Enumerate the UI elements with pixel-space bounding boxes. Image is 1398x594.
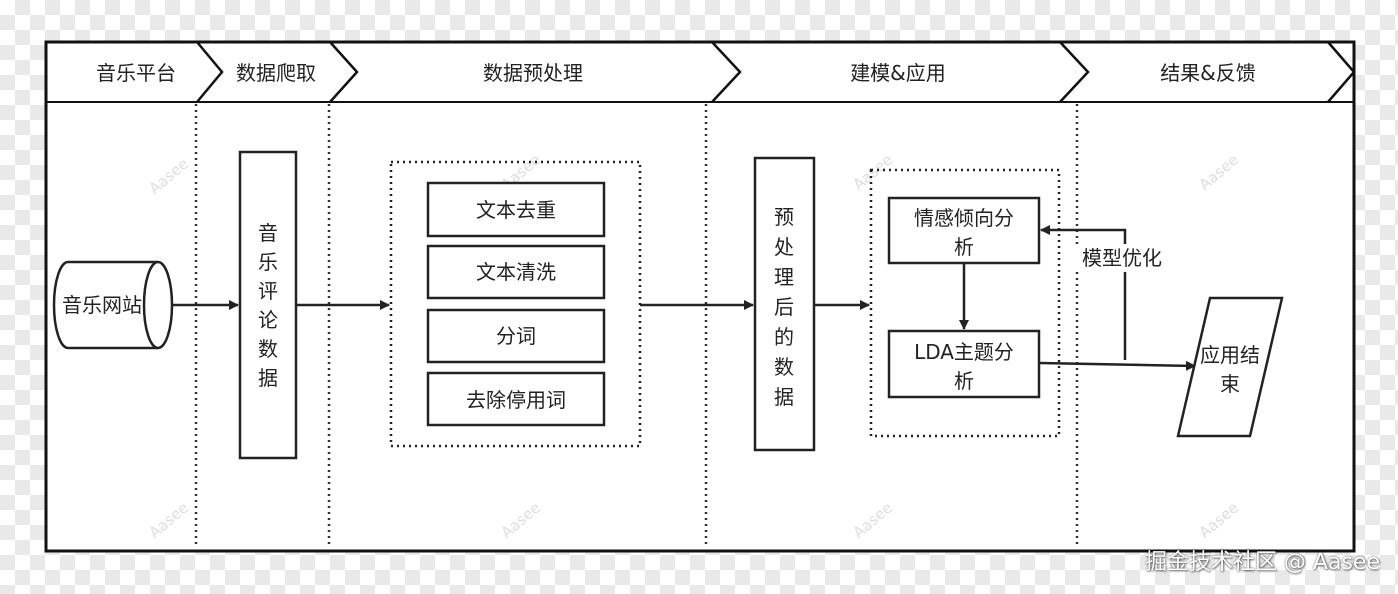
edge-feedback-optimization — [1040, 225, 1127, 360]
preprocessed-data-label: 预处理后的数据 — [774, 205, 794, 409]
phase-chevron-4 — [1059, 41, 1090, 103]
result-label-line2: 束 — [1220, 372, 1240, 396]
sentiment-analysis-box — [887, 196, 1041, 265]
step-dedup-label: 文本去重 — [476, 198, 556, 222]
result-node — [1176, 296, 1284, 438]
phase-label-music-platform: 音乐平台 — [96, 61, 176, 85]
sentiment-analysis-label-line2: 析 — [954, 235, 974, 259]
edge-lda-to-result — [1039, 360, 1196, 371]
phase-chevron-3 — [711, 41, 742, 103]
result-label-line1: 应用结 — [1200, 343, 1260, 367]
phase-chevron-5 — [1327, 41, 1356, 103]
phase-label-modeling-application: 建模&应用 — [850, 61, 946, 85]
music-comments-box — [238, 150, 298, 460]
sentiment-analysis-label-line1: 情感倾向分 — [914, 206, 1014, 230]
step-segment-label: 分词 — [496, 324, 536, 348]
phase-chevron-2 — [329, 41, 359, 103]
lda-analysis-label-line1: LDA主题分 — [914, 340, 1014, 364]
modeling-group — [869, 168, 1061, 438]
footer-credit: 掘金技术社区 @ Aasee — [1144, 550, 1380, 575]
step-dedup-box — [426, 181, 606, 238]
phase-label-data-crawling: 数据爬取 — [236, 61, 316, 85]
step-stopwords-label: 去除停用词 — [466, 388, 566, 412]
step-stopwords-box — [426, 371, 606, 427]
step-segment-box — [426, 308, 606, 364]
phase-label-data-preprocessing: 数据预处理 — [483, 61, 583, 85]
step-clean-label: 文本清洗 — [476, 260, 556, 284]
lda-analysis-label-line2: 析 — [954, 369, 974, 393]
music-website-label: 音乐网站 — [62, 293, 142, 317]
music-comments-label: 音乐评论数据 — [258, 221, 278, 390]
music-website-node: 音乐网站 — [52, 260, 174, 350]
phase-label-results-feedback: 结果&反馈 — [1160, 61, 1256, 85]
edge-label-bg — [1073, 244, 1171, 272]
model-optimization-label: 模型优化 — [1082, 246, 1162, 270]
step-clean-box — [426, 244, 606, 300]
lda-analysis-box — [887, 329, 1041, 399]
phase-chevron-1 — [196, 41, 224, 103]
preprocessed-data-box — [753, 156, 816, 452]
